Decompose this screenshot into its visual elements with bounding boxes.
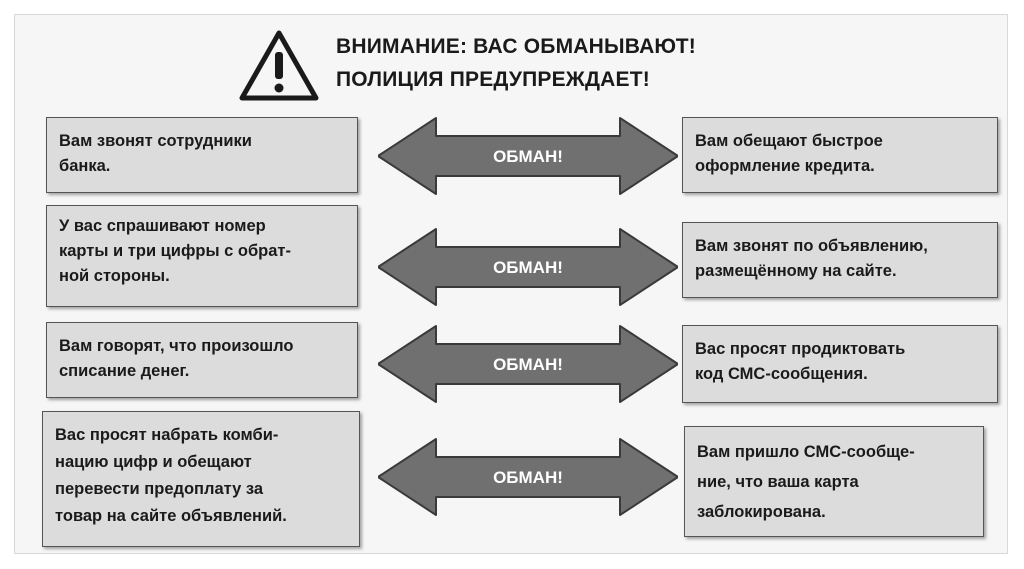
left-box-1-line-1: Вам звонят сотрудники — [59, 132, 252, 150]
arrow-label-1: ОБМАН! — [493, 147, 563, 166]
title-line-2: ПОЛИЦИЯ ПРЕДУПРЕЖДАЕТ! — [336, 68, 650, 91]
right-box-4-line-1: Вам пришло СМС-сообще- — [697, 443, 915, 461]
right-box-3-line-2: код СМС-сообщения. — [695, 365, 868, 383]
left-box-4: Вас просят набрать комби- нацию цифр и о… — [42, 411, 360, 547]
left-box-4-line-2: нацию цифр и обещают — [55, 453, 252, 471]
arrow-label-4: ОБМАН! — [493, 468, 563, 487]
right-box-1-line-1: Вам обещают быстрое — [695, 132, 883, 150]
warning-triangle-icon — [239, 30, 319, 101]
left-box-3: Вам говорят, что произошло списание дене… — [46, 322, 358, 398]
page-title: ВНИМАНИЕ: ВАС ОБМАНЫВАЮТ! ПОЛИЦИЯ ПРЕДУП… — [336, 30, 696, 96]
left-box-2-line-1: У вас спрашивают номер — [59, 217, 266, 235]
right-box-2-line-2: размещённому на сайте. — [695, 262, 897, 280]
right-box-4-line-3: заблокирована. — [697, 503, 826, 521]
double-arrow-4: ОБМАН! — [378, 438, 678, 516]
double-arrow-3: ОБМАН! — [378, 325, 678, 403]
right-box-4-line-2: ние, что ваша карта — [697, 473, 859, 491]
left-box-1-line-2: банка. — [59, 157, 111, 175]
left-box-4-line-3: перевести предоплату за — [55, 480, 264, 498]
arrow-label-3: ОБМАН! — [493, 355, 563, 374]
right-box-2: Вам звонят по объявлению, размещённому н… — [682, 222, 998, 298]
left-box-3-line-2: списание денег. — [59, 362, 190, 380]
left-box-4-line-4: товар на сайте объявлений. — [55, 507, 287, 525]
title-line-1: ВНИМАНИЕ: ВАС ОБМАНЫВАЮТ! — [336, 35, 696, 58]
left-box-4-line-1: Вас просят набрать комби- — [55, 426, 279, 444]
left-box-2: У вас спрашивают номер карты и три цифры… — [46, 205, 358, 307]
left-box-1: Вам звонят сотрудники банка. — [46, 117, 358, 193]
arrow-label-2: ОБМАН! — [493, 258, 563, 277]
right-box-1-line-2: оформление кредита. — [695, 157, 875, 175]
left-box-3-line-1: Вам говорят, что произошло — [59, 337, 294, 355]
right-box-3-line-1: Вас просят продиктовать — [695, 340, 906, 358]
left-box-2-line-3: ной стороны. — [59, 267, 170, 285]
right-box-4: Вам пришло СМС-сообще- ние, что ваша кар… — [684, 426, 984, 537]
right-box-2-line-1: Вам звонят по объявлению, — [695, 237, 928, 255]
double-arrow-2: ОБМАН! — [378, 228, 678, 306]
right-box-1: Вам обещают быстрое оформление кредита. — [682, 117, 998, 193]
right-box-3: Вас просят продиктовать код СМС-сообщени… — [682, 325, 998, 403]
double-arrow-1: ОБМАН! — [378, 117, 678, 195]
left-box-2-line-2: карты и три цифры с обрат- — [59, 242, 292, 260]
